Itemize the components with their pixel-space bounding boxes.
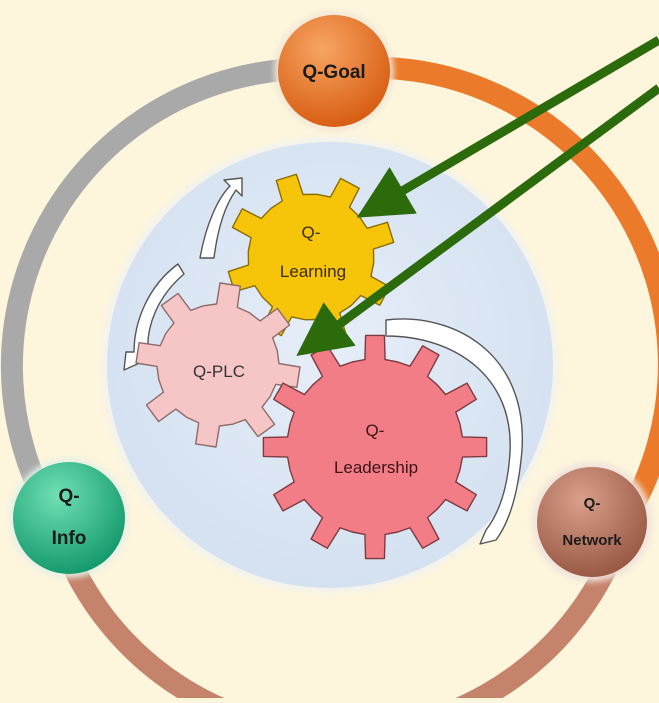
ring-segment-goal-info	[0, 57, 345, 531]
outer-cycle-ring	[0, 56, 659, 703]
gear-leadership-icon	[262, 334, 488, 560]
node-network-circle	[537, 467, 647, 577]
pointer-arrow-icon	[296, 84, 659, 357]
node-info-label-line2: Info	[52, 528, 87, 549]
gear-plc-icon	[135, 282, 301, 448]
gear-learning-label-line2: Learning	[280, 262, 346, 281]
gear-learning-icon	[227, 173, 395, 341]
node-network-label-line2: Network	[562, 532, 622, 549]
gear-leadership-label-line2: Leadership	[334, 458, 418, 477]
node-info-circle	[13, 462, 125, 574]
gear-leadership-label-line1: Q-	[366, 421, 385, 440]
node-goal: Q-Goal	[274, 11, 394, 131]
node-goal-circle	[278, 15, 390, 127]
curved-arrow-icon	[385, 318, 523, 545]
ring-segment-info-network	[44, 509, 636, 703]
pointer-arrows	[296, 36, 659, 357]
node-network-label-line1: Q-	[584, 495, 601, 512]
node-goal-label: Q-Goal	[302, 62, 365, 83]
node-network: Q- Network	[532, 462, 652, 582]
ring-segment-goal-network	[323, 56, 659, 531]
node-info: Q- Info	[9, 458, 129, 578]
gear-learning-label-line1: Q-	[302, 223, 321, 242]
gear-plc-label: Q-PLC	[193, 362, 245, 381]
gears-group	[135, 173, 488, 560]
node-info-label-line1: Q-	[58, 486, 79, 507]
curved-arrow-icon	[199, 177, 243, 259]
pointer-arrow-icon	[356, 36, 659, 218]
gear-labels: Q- Learning Q-PLC Q- Leadership	[193, 223, 418, 477]
